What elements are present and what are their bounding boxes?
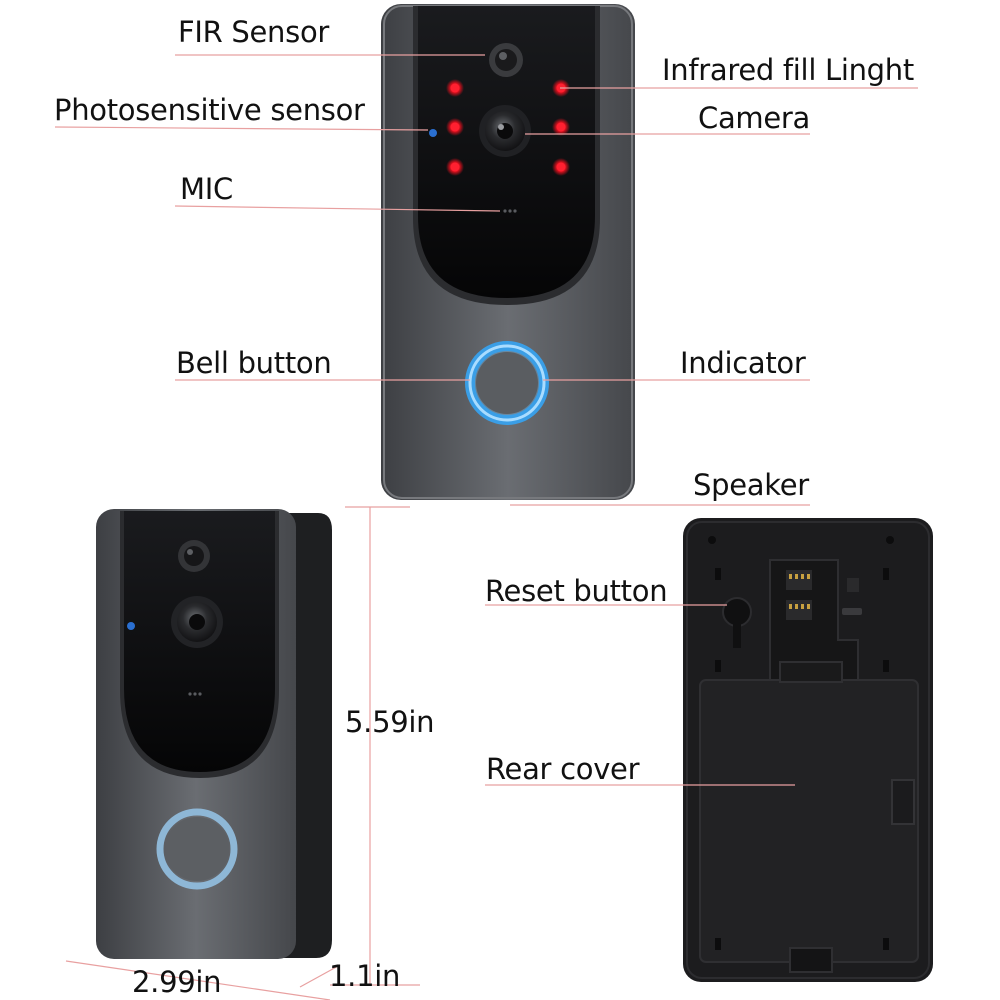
rear-cover-plate bbox=[699, 679, 919, 963]
photosensitive-sensor-icon bbox=[429, 129, 437, 137]
label-bell-button: Bell button bbox=[176, 346, 332, 380]
label-infrared-fill-light: Infrared fill Linght bbox=[662, 53, 914, 87]
label-photosensitive-sensor: Photosensitive sensor bbox=[54, 93, 365, 127]
mic-hole-icon bbox=[503, 209, 517, 213]
label-camera: Camera bbox=[698, 101, 811, 135]
angled-bell-ring-icon bbox=[156, 808, 238, 890]
angled-mic-icon bbox=[188, 692, 202, 696]
dimension-depth: 1.1in bbox=[329, 959, 401, 993]
dimension-width: 2.99in bbox=[132, 965, 222, 999]
label-fir-sensor: FIR Sensor bbox=[178, 15, 330, 49]
label-reset-button: Reset button bbox=[485, 574, 668, 608]
front-doorbell bbox=[381, 4, 635, 500]
usb-port-icon bbox=[842, 608, 862, 615]
label-speaker: Speaker bbox=[693, 468, 809, 502]
angled-doorbell bbox=[96, 509, 332, 959]
label-mic: MIC bbox=[180, 172, 233, 206]
label-rear-cover: Rear cover bbox=[486, 752, 640, 786]
angled-photosensitive-icon bbox=[127, 622, 135, 630]
angled-bell-button-icon bbox=[165, 817, 229, 881]
rear-panel bbox=[683, 518, 933, 982]
dimension-height: 5.59in bbox=[345, 705, 435, 739]
label-indicator: Indicator bbox=[680, 346, 806, 380]
leader-lines bbox=[54, 54, 918, 1000]
bell-button-icon bbox=[476, 352, 538, 414]
reset-button-icon bbox=[722, 597, 752, 627]
